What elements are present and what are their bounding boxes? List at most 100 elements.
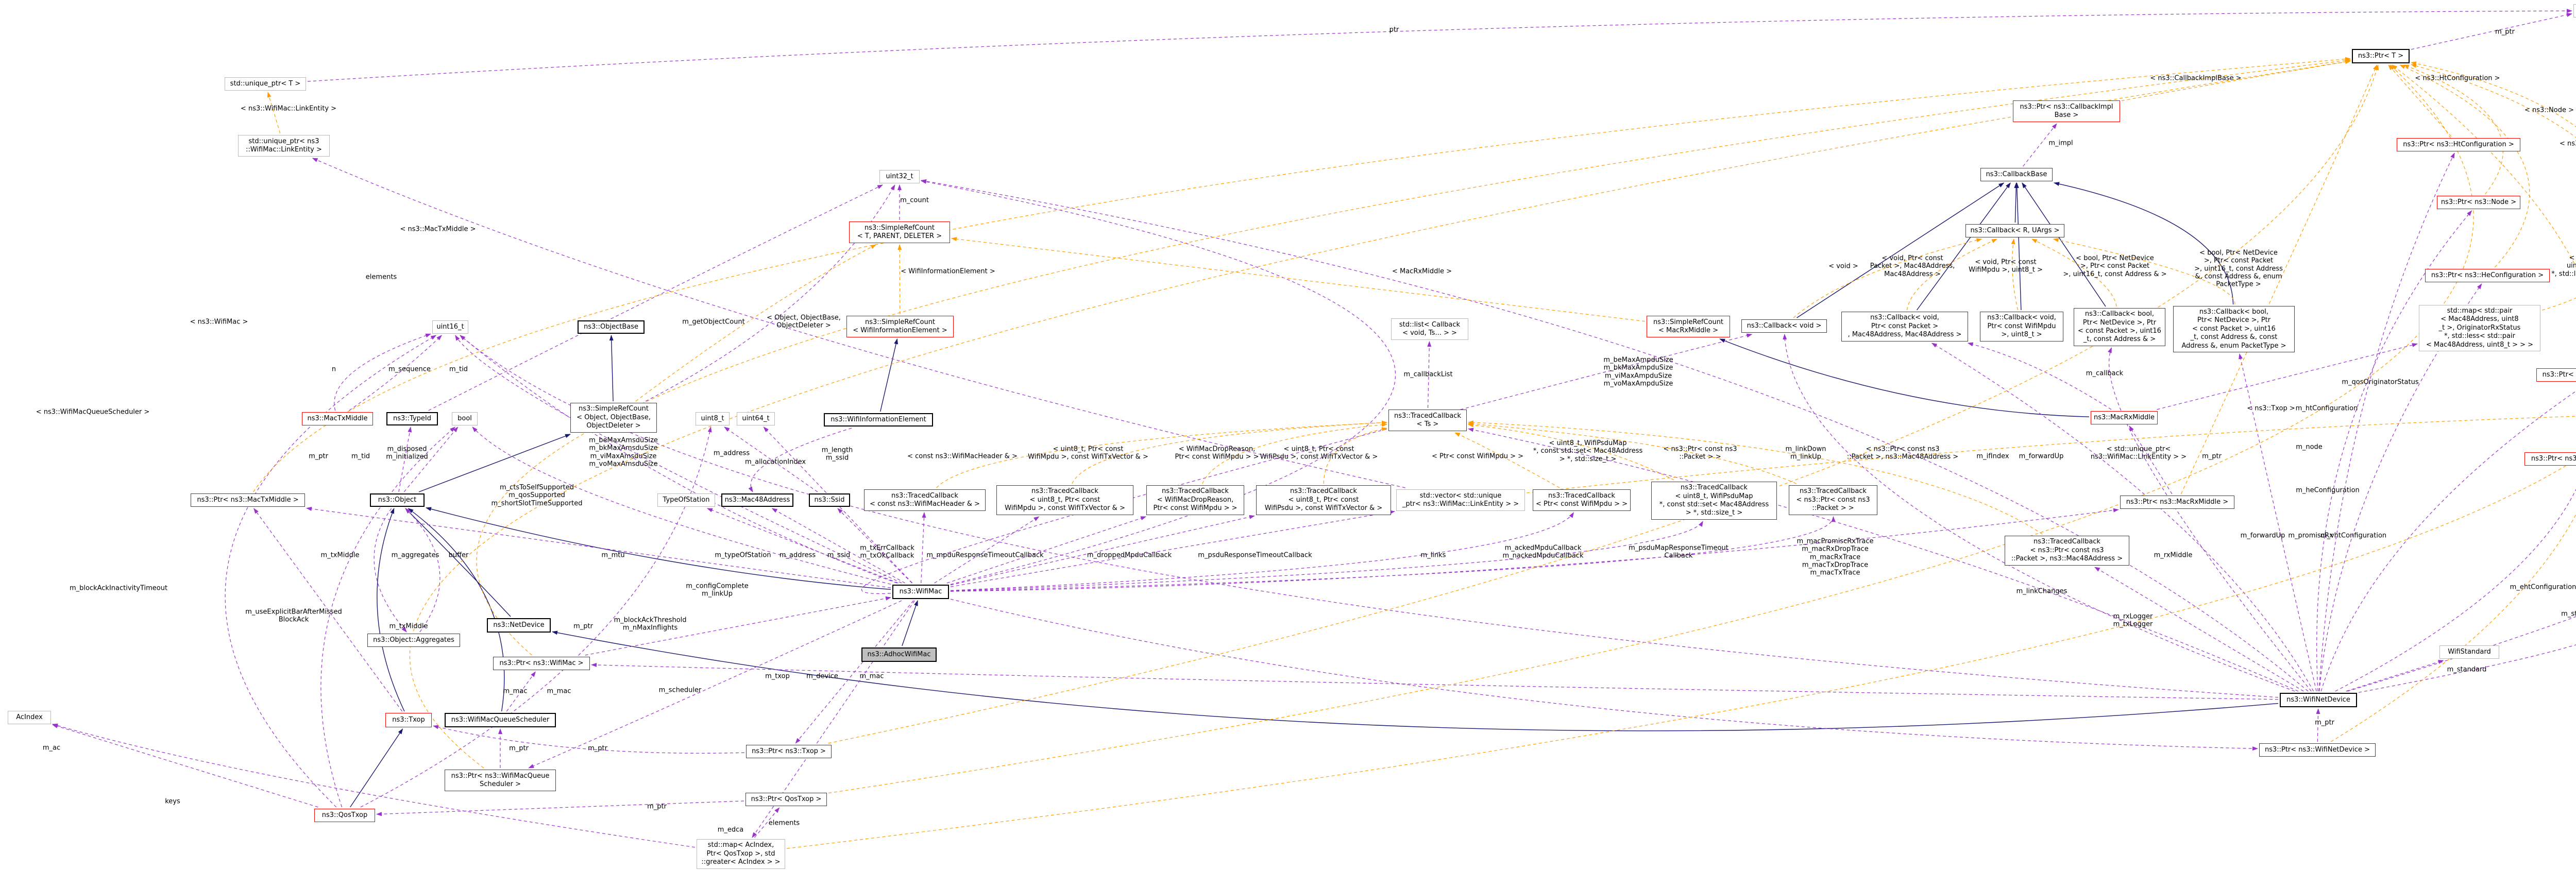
class-node-srcMRM[interactable]: ns3::SimpleRefCount< MacRxMiddle > <box>1647 316 1730 337</box>
class-node-mrm[interactable]: ns3::MacRxMiddle <box>2091 411 2158 424</box>
class-node-mapPair[interactable]: std::map< std::pair< Mac48Address, uint8… <box>2419 305 2540 351</box>
class-node-ptrQT[interactable]: ns3::Ptr< QosTxop > <box>745 793 827 806</box>
class-node-srcTPD[interactable]: ns3::SimpleRefCount< T, PARENT, DELETER … <box>849 221 950 243</box>
class-node-mac48[interactable]: ns3::Mac48Address <box>721 493 793 507</box>
class-node-txop[interactable]: ns3::Txop <box>385 713 432 727</box>
class-node-label: ns3::QosTxop <box>321 811 368 819</box>
class-node-tcU8Psdu[interactable]: ns3::TracedCallback< uint8_t, Ptr< const… <box>1256 485 1391 515</box>
class-node-label: ns3::TracedCallback< Ptr< const WifiMpdu… <box>1535 491 1628 508</box>
class-node-adhoc[interactable]: ns3::AdhocWifiMac <box>861 647 937 662</box>
class-node-u16[interactable]: uint16_t <box>432 320 468 334</box>
class-node-cbBNPAA[interactable]: ns3::Callback< bool,Ptr< NetDevice >, Pt… <box>2173 306 2295 352</box>
edge-label: m_ehtConfiguration <box>2510 583 2576 591</box>
edge-usage-wifimac-tcU8Psdu <box>950 515 1255 586</box>
class-node-bool[interactable]: bool <box>452 412 478 425</box>
class-node-object[interactable]: ns3::Object <box>370 493 425 507</box>
edge-usage-ptrMRM-mrm <box>2129 425 2173 494</box>
class-node-ptrTxop[interactable]: ns3::Ptr< ns3::Txop > <box>746 745 832 758</box>
class-node-T[interactable]: T <box>2573 4 2576 18</box>
edge-label: m_txMiddle <box>320 551 360 559</box>
edge-template-srcMRM-srcTPD <box>951 237 1646 322</box>
class-node-u64[interactable]: uint64_t <box>737 412 775 425</box>
class-node-uptrLE[interactable]: std::unique_ptr< ns3::WifiMac::LinkEntit… <box>238 135 330 157</box>
class-node-ptrMTM[interactable]: ns3::Ptr< ns3::MacTxMiddle > <box>191 493 305 507</box>
class-node-label: ns3::Ptr< ns3::MacRxMiddle > <box>2126 498 2229 506</box>
class-node-label: ns3::Callback< void,Ptr< const WifiMpdu>… <box>1987 314 2056 339</box>
edge-label: m_mac <box>547 687 571 695</box>
class-node-typeid[interactable]: ns3::TypeId <box>386 412 438 425</box>
edge-label: m_impl <box>2048 139 2073 147</box>
edge-usage-wnd-cbBNPA <box>2108 347 2312 692</box>
edge-usage-ptrQT-qostxop <box>376 800 744 816</box>
edge-template-svLE-svT <box>1526 416 2576 493</box>
class-node-srcWIE[interactable]: ns3::SimpleRefCount< WifiInformationElem… <box>846 316 954 337</box>
edge-label: < WifiInformationElement > <box>901 267 995 276</box>
edge-label: m_ptr <box>2202 452 2222 460</box>
class-node-cbVPMM[interactable]: ns3::Callback< void,Ptr< const Packet >,… <box>1841 312 1968 342</box>
edge-label: m_mac <box>503 687 528 695</box>
class-node-cbRU[interactable]: ns3::Callback< R, UArgs > <box>1965 224 2064 237</box>
class-node-acindex[interactable]: AcIndex <box>8 711 51 724</box>
edge-template-tcDrop-tcTs <box>1202 422 1387 484</box>
class-node-uptrT[interactable]: std::unique_ptr< T > <box>225 77 306 91</box>
class-node-label: ns3::WifiInformationElement <box>831 415 926 423</box>
class-node-wmqs[interactable]: ns3::WifiMacQueueScheduler <box>445 713 556 727</box>
class-node-mapAc[interactable]: std::map< AcIndex,Ptr< QosTxop >, std::g… <box>697 839 785 869</box>
class-node-ptrWND[interactable]: ns3::Ptr< ns3::WifiNetDevice > <box>2259 743 2376 757</box>
class-node-ptrT[interactable]: ns3::Ptr< T > <box>2352 49 2410 63</box>
class-node-label: ns3::Ptr< T > <box>2358 52 2404 60</box>
class-node-netdevice[interactable]: ns3::NetDevice <box>487 618 551 633</box>
class-node-u32[interactable]: uint32_t <box>879 170 920 183</box>
class-node-label: ns3::Ptr< ns3::WifiMac > <box>499 659 584 667</box>
class-node-tcU8Mpdu[interactable]: ns3::TracedCallback< uint8_t, Ptr< const… <box>996 485 1133 515</box>
class-node-ssid[interactable]: ns3::Ssid <box>809 493 850 507</box>
class-node-cbVWU[interactable]: ns3::Callback< void,Ptr< const WifiMpdu>… <box>1980 312 2063 342</box>
class-node-cbVoid[interactable]: ns3::Callback< void > <box>1741 319 1827 333</box>
class-node-srcOOD[interactable]: ns3::SimpleRefCount< Object, ObjectBase,… <box>570 403 657 433</box>
class-node-tcDrop[interactable]: ns3::TracedCallback< WifiMacDropReason,P… <box>1146 485 1244 515</box>
class-node-tcWMH[interactable]: ns3::TracedCallback< const ns3::WifiMacH… <box>864 489 986 511</box>
class-node-typeofstation[interactable]: TypeOfStation <box>657 493 715 507</box>
edge-label: < Ptr< const WifiMpdu > > <box>1431 452 1524 460</box>
edge-label: m_ptr <box>573 622 593 630</box>
class-node-tcMpdu[interactable]: ns3::TracedCallback< Ptr< const WifiMpdu… <box>1533 489 1631 511</box>
edge-usage-wifimac-ptrTxop <box>795 600 914 744</box>
class-node-u8[interactable]: uint8_t <box>696 412 730 425</box>
class-node-label: std::map< AcIndex,Ptr< QosTxop >, std::g… <box>701 841 781 866</box>
edge-inheritance-cbRU-cbase <box>2014 182 2019 223</box>
class-node-mtm[interactable]: ns3::MacTxMiddle <box>302 412 373 425</box>
class-node-ptrHt[interactable]: ns3::Ptr< ns3::HtConfiguration > <box>2397 138 2520 151</box>
class-node-ptrVht[interactable]: ns3::Ptr< ns3::VhtConfiguration > <box>2536 368 2576 382</box>
class-node-cbase[interactable]: ns3::CallbackBase <box>1980 168 2053 181</box>
class-node-listCb[interactable]: std::list< Callback< void, Ts... > > <box>1391 318 1468 340</box>
class-node-cbBNPA[interactable]: ns3::Callback< bool,Ptr< NetDevice >, Pt… <box>2074 308 2165 346</box>
class-node-wnd[interactable]: ns3::WifiNetDevice <box>2280 693 2357 707</box>
class-node-ptrEht[interactable]: ns3::Ptr< ns3::EhtConfiguration > <box>2524 452 2576 466</box>
edge-label: m_mtu <box>601 551 625 559</box>
class-node-ptrWifiMac[interactable]: ns3::Ptr< ns3::WifiMac > <box>493 657 590 670</box>
class-node-tcPacket[interactable]: ns3::TracedCallback< ns3::Ptr< const ns3… <box>1789 485 1877 515</box>
class-node-svLE[interactable]: std::vector< std::unique_ptr< ns3::WifiM… <box>1396 489 1525 511</box>
edge-usage-uptrT-T <box>307 9 2572 82</box>
class-node-tcPM[interactable]: ns3::TracedCallback< ns3::Ptr< const ns3… <box>2005 536 2129 566</box>
class-node-ptrMRM[interactable]: ns3::Ptr< ns3::MacRxMiddle > <box>2120 496 2234 509</box>
class-node-objbase[interactable]: ns3::ObjectBase <box>578 320 645 334</box>
class-node-ptrHe[interactable]: ns3::Ptr< ns3::HeConfiguration > <box>2425 269 2550 282</box>
class-node-tcTs[interactable]: ns3::TracedCallback< Ts > <box>1388 410 1467 431</box>
class-node-wifimac[interactable]: ns3::WifiMac <box>892 585 949 599</box>
edge-usage-wnd-ptrVht <box>2320 390 2576 692</box>
class-node-wie[interactable]: ns3::WifiInformationElement <box>824 413 933 427</box>
edge-usage-wnd-ptrEht <box>2335 488 2576 692</box>
class-node-qostxop[interactable]: ns3::QosTxop <box>314 809 375 822</box>
class-node-ptrNode[interactable]: ns3::Ptr< ns3::Node > <box>2437 196 2520 209</box>
class-node-tcPsduMap[interactable]: ns3::TracedCallback< uint8_t, WifiPsduMa… <box>1651 482 1777 520</box>
edge-label: < ns3::MacTxMiddle > <box>400 225 476 233</box>
class-node-wifistd[interactable]: WifiStandard <box>2439 645 2499 659</box>
edge-usage-wnd-ptrNode <box>2316 210 2472 692</box>
class-node-aggregates[interactable]: ns3::Object::Aggregates <box>367 634 460 647</box>
edge-usage-wifimac-u32 <box>921 180 1396 585</box>
